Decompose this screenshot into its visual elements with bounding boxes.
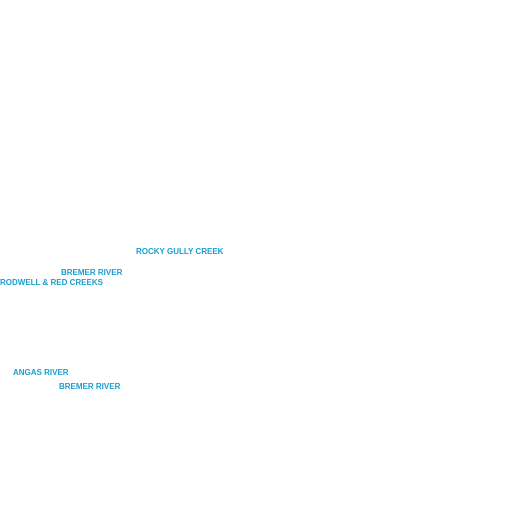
river-label-angas-river: ANGAS RIVER xyxy=(13,368,69,377)
river-label-rocky-gully-creek: ROCKY GULLY CREEK xyxy=(136,247,224,256)
river-label-bremer-river: BREMER RIVER xyxy=(61,268,123,277)
river-label-bremer-river-south: BREMER RIVER xyxy=(59,382,121,391)
river-label-rodwell-red-creeks: RODWELL & RED CREEKS xyxy=(0,278,103,287)
